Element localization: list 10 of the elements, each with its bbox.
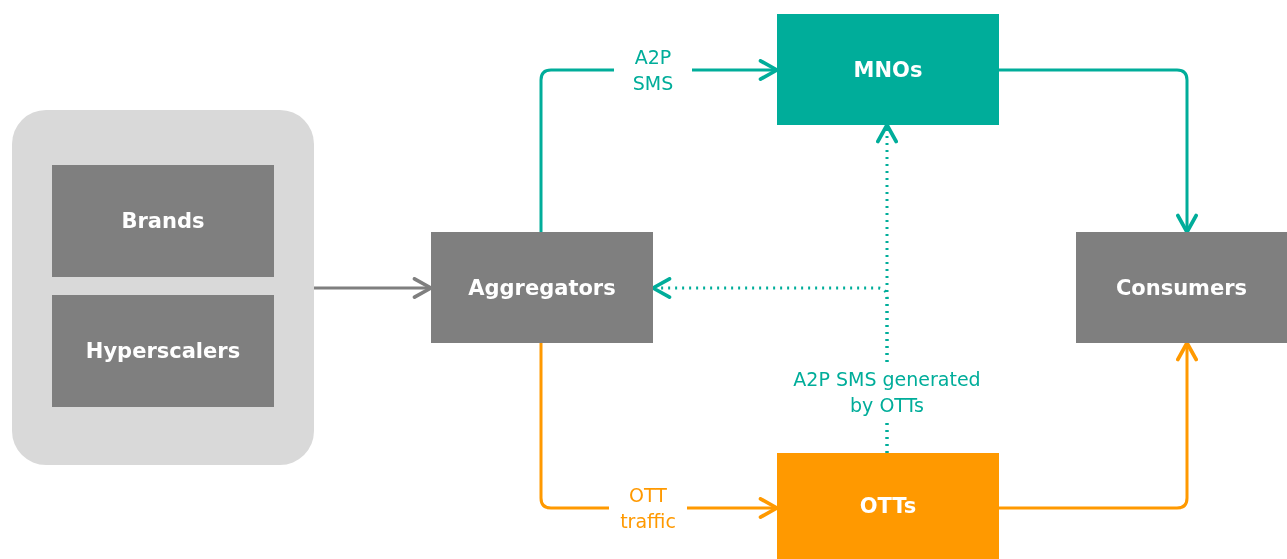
- process-box: OTTs: [777, 453, 999, 559]
- arrow: [314, 277, 433, 299]
- group-panel: [12, 110, 314, 465]
- arrow: [999, 341, 1198, 510]
- process-box: Brands: [52, 165, 274, 277]
- process-box: Aggregators: [431, 232, 653, 343]
- process-box: MNOs: [777, 14, 999, 125]
- process-box: Hyperscalers: [52, 295, 274, 407]
- process-box: Consumers: [1076, 232, 1287, 343]
- arrow: [999, 68, 1198, 234]
